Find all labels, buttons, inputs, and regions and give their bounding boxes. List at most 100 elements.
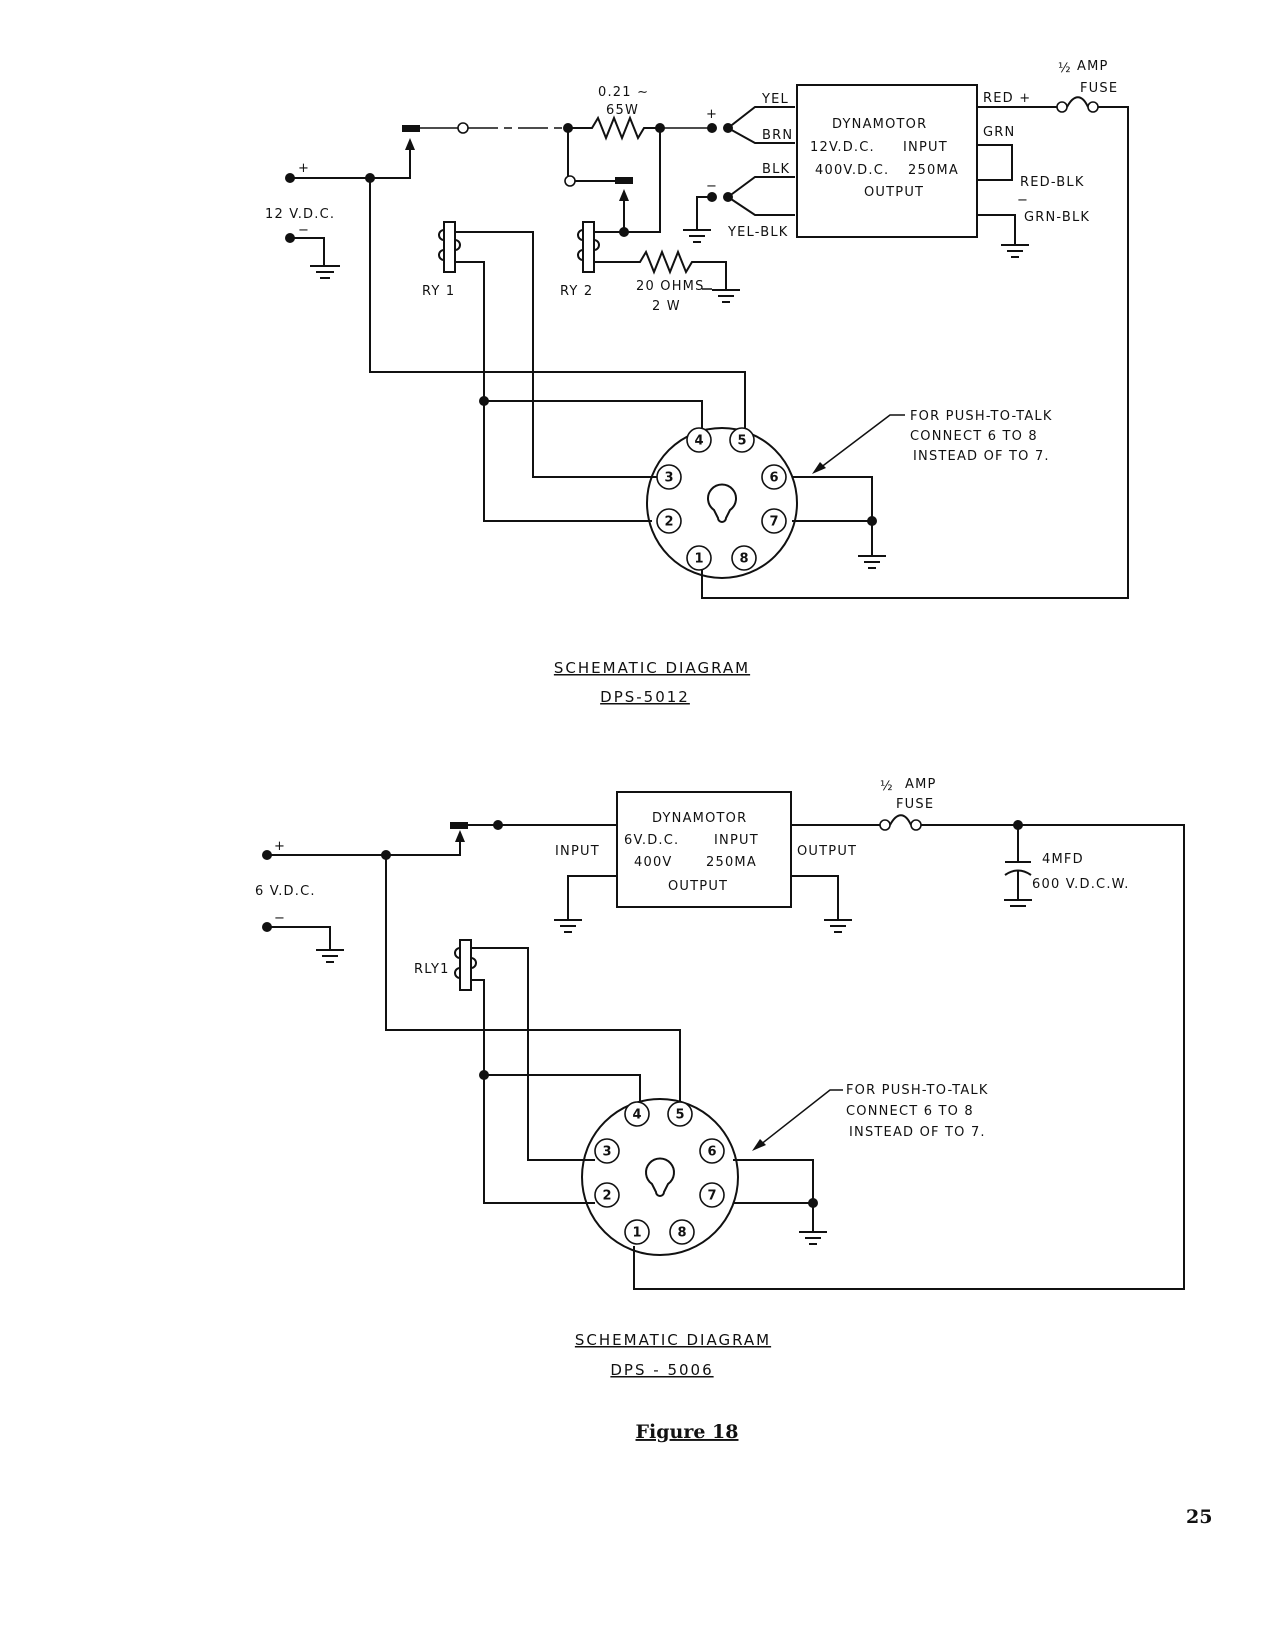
caption-title: SCHEMATIC DIAGRAM	[554, 659, 750, 677]
relay-contact	[450, 822, 468, 829]
wire-label-yel-blk: YEL-BLK	[727, 225, 788, 240]
minus-sign: −	[1017, 193, 1029, 208]
socket-pin-5	[667, 1101, 693, 1127]
socket-pin-3	[656, 464, 682, 490]
wire-label-blk: BLK	[762, 162, 790, 177]
push-to-talk-note: FOR PUSH-TO-TALK CONNECT 6 TO 8 INSTEAD …	[846, 1083, 989, 1140]
wire-label-brn: BRN	[762, 128, 793, 143]
socket-pin-label: 5	[737, 434, 746, 449]
ground-symbol	[824, 919, 852, 933]
socket-pin-label: 7	[769, 515, 778, 530]
socket-pin-label: 3	[602, 1145, 611, 1160]
dynamotor-output-current: 250MA	[908, 163, 959, 178]
socket-pin-4	[686, 427, 712, 453]
relay2-label: RY 2	[560, 284, 593, 299]
resistor-20-ohm	[594, 249, 727, 290]
relay-contact-arrow	[455, 830, 465, 842]
ground-symbol	[858, 555, 886, 569]
socket-pin-3	[594, 1138, 620, 1164]
resistor1-power: 65W	[606, 103, 639, 118]
dynamotor-output-label: OUTPUT	[668, 879, 728, 894]
dynamotor-output-voltage: 400V	[634, 855, 673, 870]
relay1-contact-arrow	[405, 138, 415, 150]
minus-sign: −	[274, 911, 286, 926]
relay-ry1	[438, 221, 461, 273]
plus-sign: +	[298, 161, 310, 176]
supply-voltage-label: 6 V.D.C.	[255, 884, 316, 899]
capacitor-rating: 600 V.D.C.W.	[1032, 877, 1130, 892]
open-contact	[457, 122, 469, 134]
dynamotor-title: DYNAMOTOR	[652, 811, 747, 826]
fuse-amp: AMP	[1077, 59, 1109, 74]
resistor1-value: 0.21 ∼	[598, 85, 649, 100]
socket-pin-1	[624, 1219, 650, 1245]
schematic-dps-5006: + 6 V.D.C. − INPUT DYNAMOTO	[255, 777, 1185, 1379]
wire-label-grn-blk: GRN-BLK	[1024, 210, 1090, 225]
dynamotor-12v: DYNAMOTOR 12V.D.C. INPUT 400V.D.C. 250MA…	[796, 84, 978, 238]
dynamotor-output-label: OUTPUT	[864, 185, 924, 200]
socket-key	[707, 483, 737, 523]
socket-pin-8	[669, 1219, 695, 1245]
plus-sign: +	[706, 107, 718, 122]
power-supply-6vdc: + 6 V.D.C. −	[255, 839, 344, 963]
socket-pin-8	[731, 545, 757, 571]
dynamotor-output-current: 250MA	[706, 855, 757, 870]
svg-text:FOR PUSH-TO-TALK: FOR PUSH-TO-TALK	[910, 409, 1053, 424]
figure-label: Figure 18	[636, 1421, 739, 1443]
power-supply-12vdc: + 12 V.D.C. −	[265, 161, 340, 279]
output-label: OUTPUT	[797, 844, 857, 859]
wire-label-grn: GRN	[983, 125, 1015, 140]
caption-title: SCHEMATIC DIAGRAM	[575, 1331, 771, 1349]
dynamotor-input-voltage: 6V.D.C.	[624, 833, 679, 848]
dynamotor-6v: DYNAMOTOR 6V.D.C. INPUT 400V 250MA OUTPU…	[616, 791, 792, 908]
ground-symbol	[310, 265, 340, 279]
resistor2-power: 2 W	[652, 299, 681, 314]
socket-pin-label: 6	[707, 1145, 716, 1160]
schematic-dps-5012: + 12 V.D.C. − 0.21 ∼ 65W	[265, 59, 1129, 706]
socket-pin-7	[761, 508, 787, 534]
socket-key	[645, 1157, 675, 1197]
dynamotor-output-voltage: 400V.D.C.	[815, 163, 889, 178]
socket-pin-label: 4	[632, 1108, 641, 1123]
caption-model: DPS-5012	[600, 688, 690, 706]
ground-symbol	[316, 949, 344, 963]
plus-sign: +	[274, 839, 286, 854]
open-contact	[564, 175, 576, 187]
minus-sign: −	[706, 179, 718, 194]
wire-label-yel: YEL	[761, 92, 789, 107]
resistor2-value: 20 OHMS	[636, 279, 705, 294]
socket-pin-1	[686, 545, 712, 571]
minus-sign: −	[298, 223, 310, 238]
supply-voltage-label: 12 V.D.C.	[265, 207, 335, 222]
note-arrow	[752, 1139, 766, 1151]
relay1-label: RY 1	[422, 284, 455, 299]
caption-model: DPS - 5006	[610, 1361, 713, 1379]
relay-ry2	[577, 221, 600, 273]
svg-text:INSTEAD OF TO 7.: INSTEAD OF TO 7.	[913, 449, 1050, 464]
socket-pin-label: 2	[602, 1189, 611, 1204]
ground-symbol	[1001, 244, 1029, 258]
socket-pin-4	[624, 1101, 650, 1127]
ground-symbol	[683, 229, 711, 243]
input-label: INPUT	[555, 844, 600, 859]
push-to-talk-note: FOR PUSH-TO-TALK CONNECT 6 TO 8 INSTEAD …	[910, 409, 1053, 464]
page-number: 25	[1186, 1506, 1212, 1528]
relay2-contact-arrow	[619, 189, 629, 201]
svg-text:CONNECT 6 TO 8: CONNECT 6 TO 8	[846, 1104, 974, 1119]
socket-pin-label: 3	[664, 471, 673, 486]
resistor-0-21-ohm	[568, 115, 660, 141]
dynamotor-input-voltage: 12V.D.C.	[810, 140, 875, 155]
wire-label-red-plus: RED +	[983, 91, 1031, 106]
note-arrow	[812, 462, 826, 474]
socket-pin-6	[761, 464, 787, 490]
svg-text:INSTEAD OF TO 7.: INSTEAD OF TO 7.	[849, 1125, 986, 1140]
svg-text:CONNECT 6 TO 8: CONNECT 6 TO 8	[910, 429, 1038, 444]
socket-pin-label: 8	[677, 1226, 686, 1241]
svg-text:FOR PUSH-TO-TALK: FOR PUSH-TO-TALK	[846, 1083, 989, 1098]
ground-symbol	[712, 289, 740, 303]
fuse-fraction: ½	[1058, 61, 1072, 76]
ground-symbol	[799, 1231, 827, 1245]
